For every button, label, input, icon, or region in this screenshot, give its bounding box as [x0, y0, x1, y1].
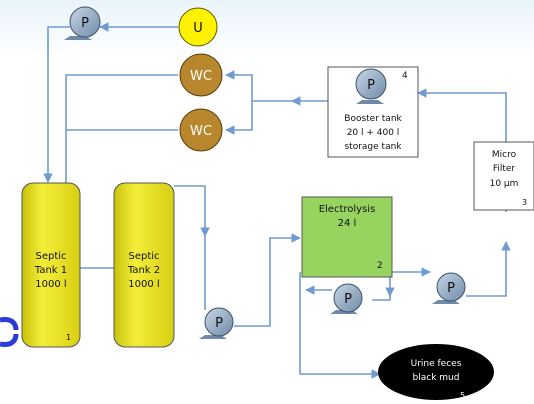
wc1-label: WC — [190, 69, 212, 84]
septic-tank-2: Septic Tank 2 1000 l — [113, 182, 175, 348]
edge-glyph — [0, 317, 19, 347]
pipe-filter-to-booster — [417, 88, 507, 142]
pump-label: P — [81, 16, 89, 31]
wc-2: WC — [179, 108, 223, 152]
septic2-line-3: 1000 l — [128, 279, 159, 290]
electrolysis-line-1: Electrolysis — [319, 204, 376, 215]
mud-number: 5 — [460, 391, 465, 400]
septic1-line-1: Septic — [35, 251, 66, 262]
filter-number: 3 — [522, 198, 527, 207]
septic2-line-2: Tank 2 — [127, 265, 160, 276]
pipe-pump-to-electrolysis — [234, 233, 301, 327]
septic1-line-3: 1000 l — [35, 279, 66, 290]
booster-pump-label: P — [367, 78, 375, 93]
septic1-number: 1 — [66, 333, 71, 342]
booster-line-3: storage tank — [344, 142, 402, 152]
electrolysis-number: 2 — [377, 261, 383, 271]
pipe-pump-to-septic1 — [43, 26, 70, 183]
micro-filter: Micro Filter 10 μm 3 — [473, 141, 534, 211]
pump-filter-label: P — [447, 281, 455, 296]
pump-recirc-label: P — [344, 292, 352, 307]
filter-line-3: 10 μm — [490, 179, 519, 189]
pump-septic-label: P — [215, 316, 223, 331]
booster-line-2: 20 l + 400 l — [347, 128, 400, 138]
filter-line-2: Filter — [493, 164, 516, 174]
electrolysis-cell: Electrolysis 24 l 2 — [301, 196, 393, 278]
pipe-septic2-down — [174, 185, 210, 237]
booster-tank: P 4 Booster tank 20 l + 400 l storage ta… — [327, 66, 419, 158]
wc2-label: WC — [190, 124, 212, 139]
electrolysis-line-2: 24 l — [338, 218, 357, 229]
urine-source: U — [178, 7, 218, 47]
black-mud: Urine feces black mud 5 — [378, 344, 494, 400]
pump-filter: P — [432, 272, 466, 304]
pipe-pump-to-filter — [466, 241, 511, 297]
wc-1: WC — [179, 53, 223, 97]
filter-line-1: Micro — [492, 150, 517, 160]
mud-line-1: Urine feces — [411, 359, 462, 369]
pipe-wc1-to-septic1 — [65, 74, 178, 183]
pipe-to-black-mud — [299, 272, 381, 379]
booster-line-1: Booster tank — [344, 114, 402, 124]
septic-tank-1: Septic Tank 1 1000 l 1 — [21, 182, 81, 348]
pipe-to-wc2 — [225, 101, 253, 135]
pipe-to-recirc-pump — [372, 296, 391, 301]
septic1-line-2: Tank 1 — [34, 265, 67, 276]
pipe-to-wc1 — [225, 70, 292, 102]
booster-number: 4 — [402, 71, 408, 81]
pump-inlet: P — [64, 6, 101, 40]
pump-recirculation: P — [330, 283, 363, 314]
mud-line-2: black mud — [413, 373, 460, 383]
septic2-line-1: Septic — [128, 251, 159, 262]
urine-label: U — [193, 21, 203, 36]
pump-septic: P — [199, 307, 234, 339]
